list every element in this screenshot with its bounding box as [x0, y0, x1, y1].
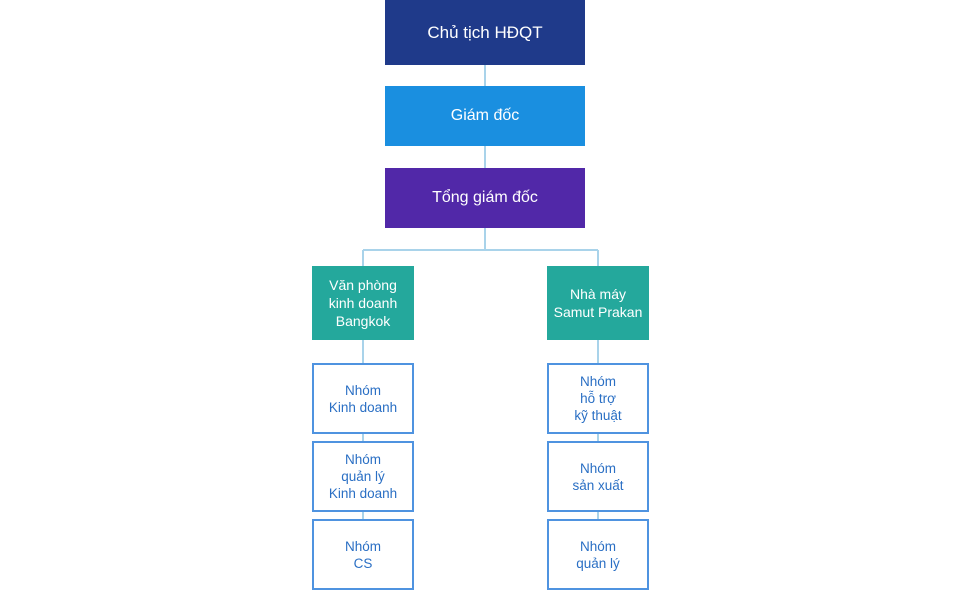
ceo-box: Tổng giám đốc — [385, 168, 585, 228]
team-cs: Nhóm CS — [312, 519, 414, 590]
unit-samut-prakan-factory: Nhà máy Samut Prakan — [547, 266, 649, 340]
unit-label: Văn phòng kinh doanh Bangkok — [328, 277, 398, 329]
unit-bangkok-office: Văn phòng kinh doanh Bangkok — [312, 266, 414, 340]
team-sales: Nhóm Kinh doanh — [312, 363, 414, 434]
director-box: Giám đốc — [385, 86, 585, 146]
ceo-label: Tổng giám đốc — [432, 189, 538, 206]
team-management: Nhóm quản lý — [547, 519, 649, 590]
unit-label: Nhà máy Samut Prakan — [553, 286, 643, 320]
chairman-box: Chủ tịch HĐQT — [385, 0, 585, 65]
team-sales-management: Nhóm quản lý Kinh doanh — [312, 441, 414, 512]
director-label: Giám đốc — [450, 107, 520, 124]
team-technical-support: Nhóm hỗ trợ kỹ thuật — [547, 363, 649, 434]
team-label: Nhóm sản xuất — [572, 460, 624, 493]
team-label: Nhóm quản lý — [576, 538, 620, 571]
team-production: Nhóm sản xuất — [547, 441, 649, 512]
chairman-label: Chủ tịch HĐQT — [427, 22, 543, 42]
team-label: Nhóm hỗ trợ kỹ thuật — [574, 374, 622, 423]
team-label: Nhóm CS — [344, 538, 381, 571]
team-label: Nhóm quản lý Kinh doanh — [328, 452, 398, 501]
team-label: Nhóm Kinh doanh — [328, 382, 398, 415]
